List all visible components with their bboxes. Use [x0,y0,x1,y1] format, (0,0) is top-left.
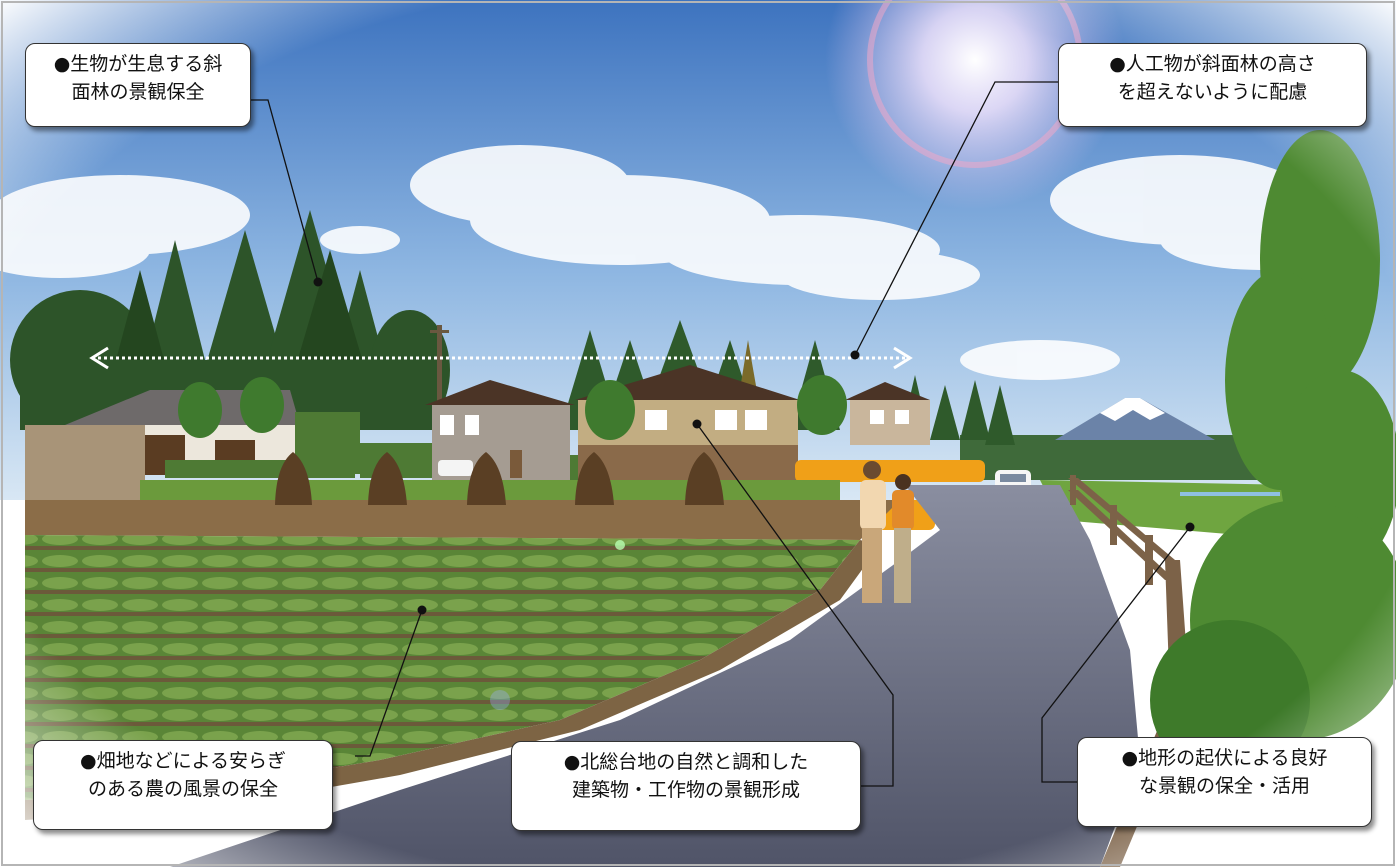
callout-buildings: ●北総台地の自然と調和した 建築物・工作物の景観形成 [511,741,861,831]
callout-line: ●北総台地の自然と調和した [563,751,809,773]
callout-line: のある農の風景の保全 [87,778,278,800]
callout-line: 面林の景観保全 [71,81,205,103]
leader-lines [250,81,1191,787]
callout-terrain: ●地形の起伏による良好 な景観の保全・活用 [1077,737,1372,827]
height-arrow [89,346,913,370]
callout-line: 建築物・工作物の景観形成 [571,779,800,801]
callout-line: な景観の保全・活用 [1138,775,1310,797]
callout-height-limit: ●人工物が斜面林の高さ を超えないように配慮 [1058,43,1367,127]
callout-line: ●畑地などによる安らぎ [79,750,286,772]
callout-slope-forest: ●生物が生息する斜 面林の景観保全 [25,43,251,127]
callout-line: ●人工物が斜面林の高さ [1109,53,1316,75]
callout-line: を超えないように配慮 [1117,81,1308,103]
callout-farmland: ●畑地などによる安らぎ のある農の風景の保全 [33,740,333,830]
callout-line: ●地形の起伏による良好 [1121,747,1328,769]
callout-line: ●生物が生息する斜 [53,53,223,75]
leader-dots [313,277,1195,615]
